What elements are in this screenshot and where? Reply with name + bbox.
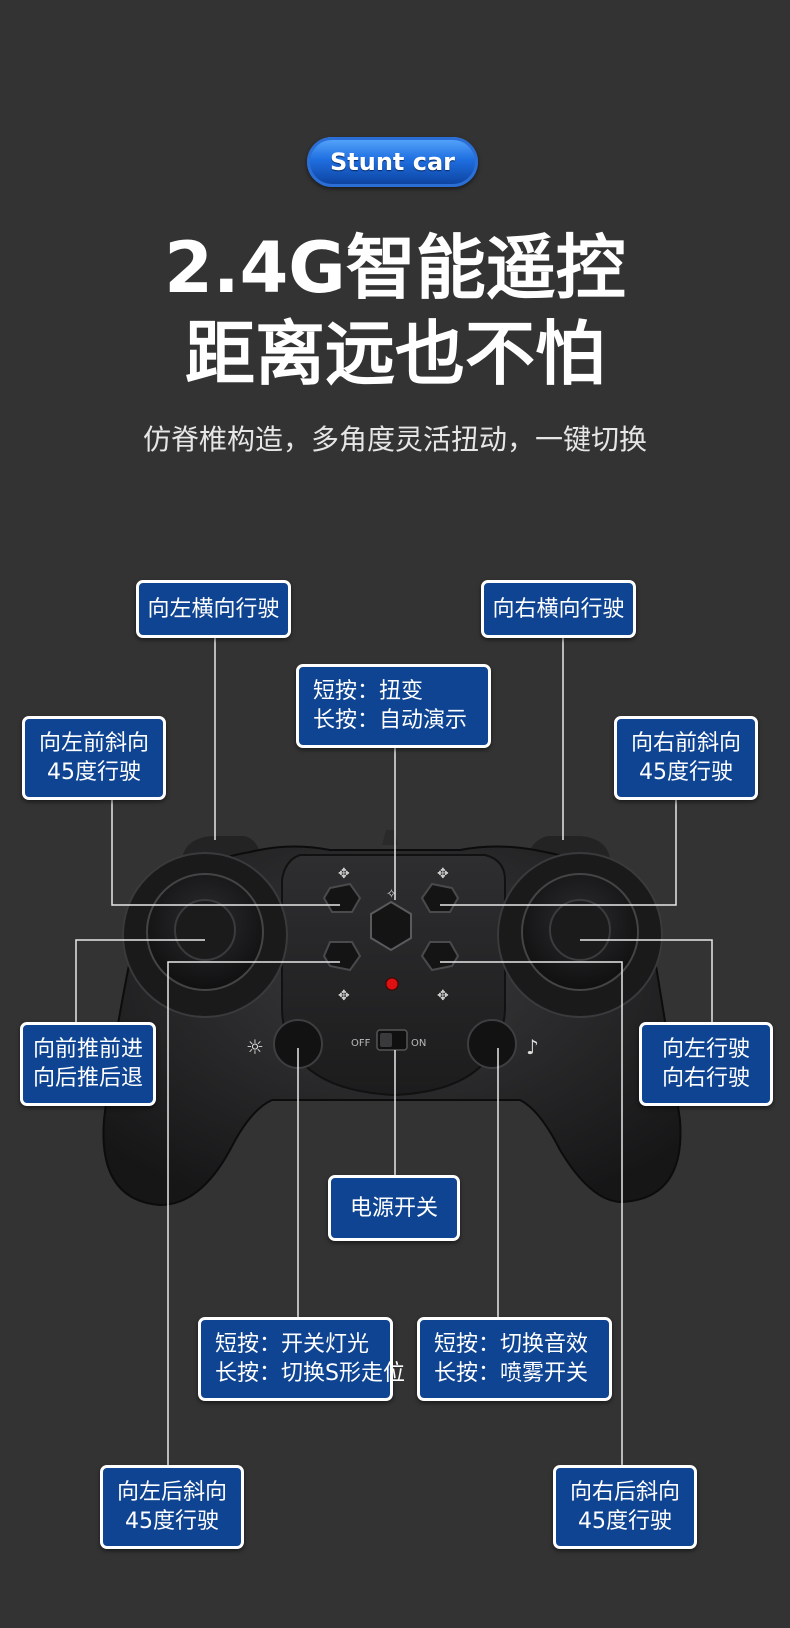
callout-text-line-2: 向后推后退 (32, 1066, 143, 1091)
callout-left-stick: 向前推前进 向后推后退 (20, 1022, 156, 1106)
callout-text-line-2: 长按：切换S形走位 (215, 1361, 405, 1386)
callout-text-line-1: 向左前斜向 (38, 731, 149, 756)
callout-text: 向右横向行驶 (492, 596, 625, 622)
car-glyph-icon: ✥ (437, 866, 449, 882)
badge-text: Stunt car (329, 148, 455, 176)
callout-text-line-1: 向左后斜向 (116, 1480, 227, 1505)
callout-left-lateral: 向左横向行驶 (136, 580, 291, 638)
callout-right-lateral: 向右横向行驶 (481, 580, 636, 638)
callout-text-line-2: 45度行驶 (47, 760, 141, 785)
callout-center-button: 短按：扭变 长按：自动演示 (296, 664, 491, 748)
callout-text-line-2: 向右行驶 (661, 1066, 750, 1091)
callout-right-stick: 向左行驶 向右行驶 (639, 1022, 773, 1106)
left-rear-diag-button[interactable] (322, 941, 362, 972)
callout-right-front-diagonal: 向右前斜向 45度行驶 (614, 716, 758, 800)
callout-text-line-2: 45度行驶 (639, 760, 733, 785)
callout-leader-lines (75, 636, 713, 1466)
callout-left-rear-diagonal: 向左后斜向 45度行驶 (100, 1465, 244, 1549)
callout-text-line-2: 长按：喷雾开关 (434, 1361, 589, 1386)
stunt-car-badge: Stunt car (307, 137, 478, 187)
callout-right-rear-diagonal: 向右后斜向 45度行驶 (553, 1465, 697, 1549)
light-bulb-icon: ☼ (246, 1035, 264, 1059)
callout-text-line-2: 45度行驶 (578, 1509, 672, 1534)
switch-on-label: ON (411, 1038, 426, 1049)
callout-text: 电源开关 (349, 1195, 438, 1221)
subtitle: 仿脊椎构造，多角度灵活扭动，一键切换 (142, 423, 647, 456)
callout-text-line-2: 45度行驶 (125, 1509, 219, 1534)
callout-text-line-1: 短按：切换音效 (434, 1332, 589, 1357)
center-transform-button[interactable] (370, 900, 412, 952)
power-led-icon (385, 977, 399, 991)
car-glyph-icon: ✥ (338, 988, 350, 1004)
headline-line-1: 2.4G智能遥控 (164, 227, 626, 309)
callout-light-button: 短按：开关灯光 长按：切换S形走位 (198, 1317, 405, 1401)
callout-sound-button: 短按：切换音效 长按：喷雾开关 (417, 1317, 612, 1401)
callout-text-line-1: 向左行驶 (661, 1037, 750, 1062)
callout-text-line-1: 短按：扭变 (313, 679, 424, 704)
right-rear-diag-button[interactable] (420, 941, 460, 972)
headline-line-2: 距离远也不怕 (185, 313, 605, 395)
callout-text-line-1: 向前推前进 (32, 1037, 143, 1062)
switch-off-label: OFF (351, 1038, 371, 1049)
antenna-icon (382, 830, 398, 845)
car-glyph-icon: ✥ (338, 866, 350, 882)
callout-text-line-2: 长按：自动演示 (313, 708, 468, 733)
callout-text-line-1: 向右后斜向 (569, 1480, 680, 1505)
music-note-icon: ♪ (526, 1035, 539, 1059)
callout-text: 向左横向行驶 (147, 596, 280, 622)
callout-power-switch: 电源开关 (328, 1175, 460, 1241)
callout-left-front-diagonal: 向左前斜向 45度行驶 (22, 716, 166, 800)
sound-button[interactable] (467, 1019, 517, 1069)
transform-glyph-icon: ✧ (386, 887, 397, 902)
callout-text-line-1: 短按：开关灯光 (215, 1332, 370, 1357)
callout-text-line-1: 向右前斜向 (630, 731, 741, 756)
car-glyph-icon: ✥ (437, 988, 449, 1004)
